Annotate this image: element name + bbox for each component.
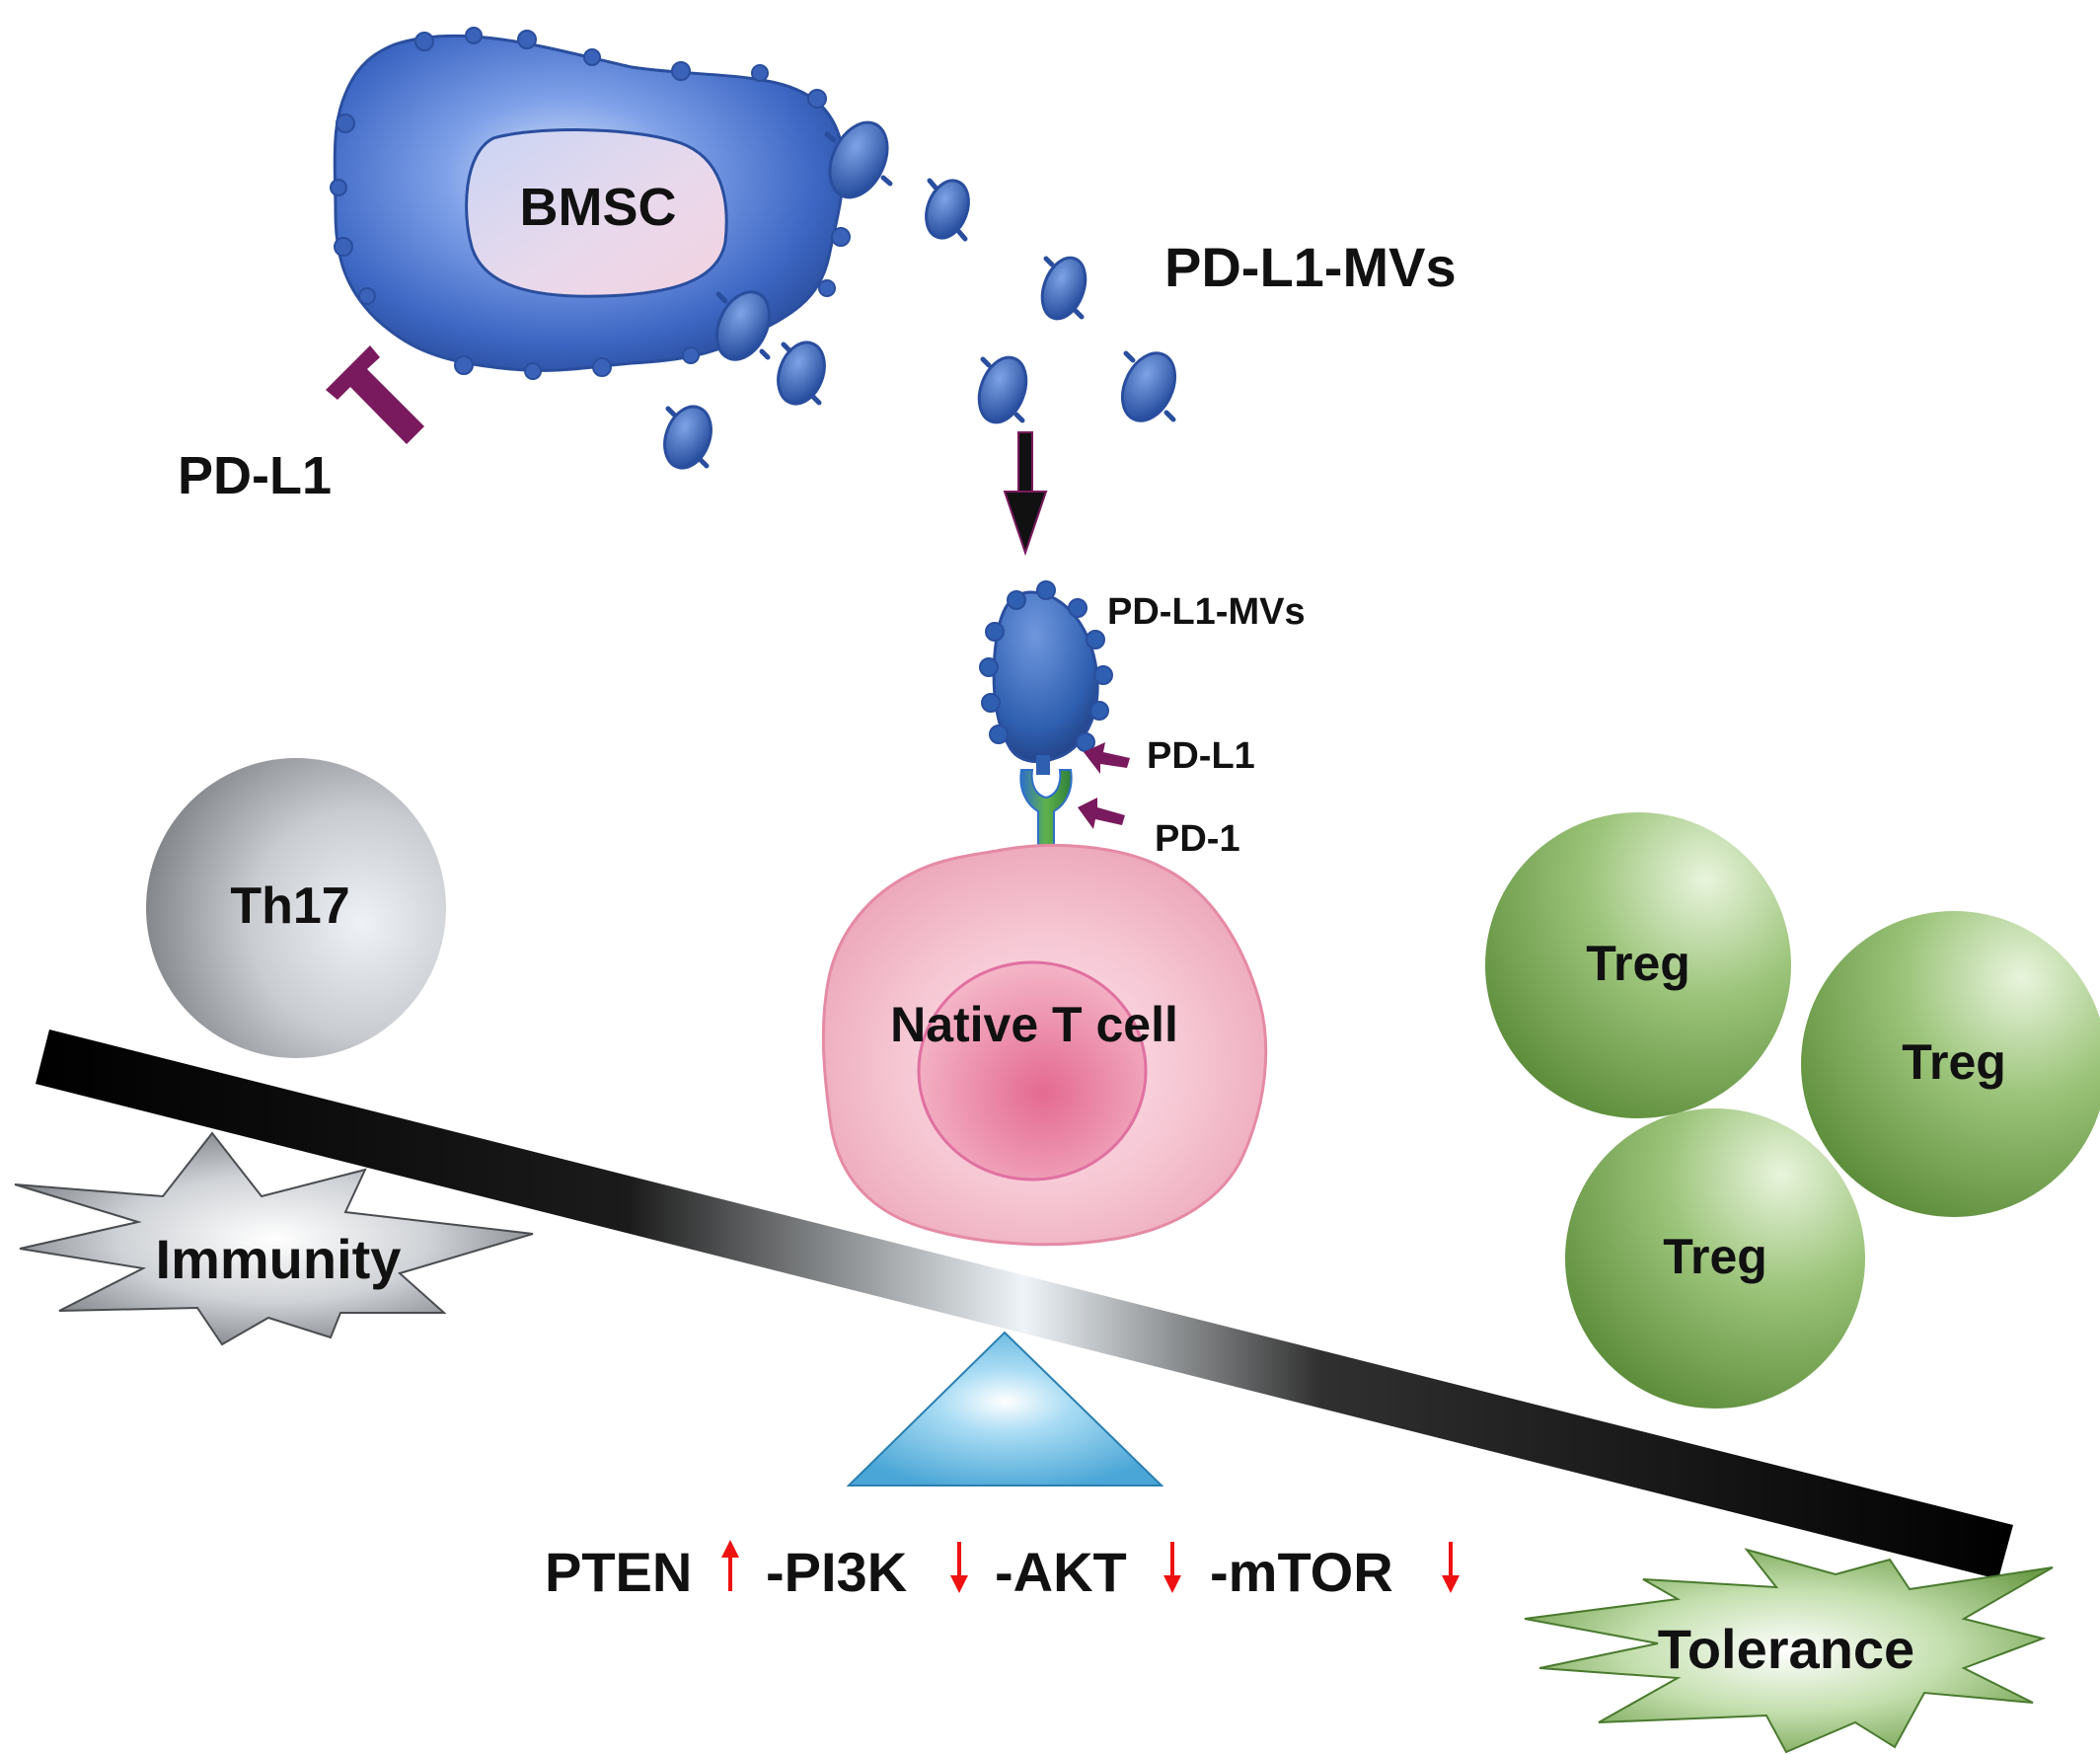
microvesicle xyxy=(714,290,772,361)
pathway-akt: -AKT xyxy=(995,1541,1127,1603)
treg-cell-2: Treg xyxy=(1801,911,2100,1217)
tolerance-label: Tolerance xyxy=(1658,1618,1914,1680)
mtor-down-arrow xyxy=(1442,1542,1460,1593)
pathway-mtor: -mTOR xyxy=(1210,1541,1393,1603)
pdl1-mvs-small-label: PD-L1-MVs xyxy=(1107,591,1306,633)
microvesicle xyxy=(828,120,889,199)
microvesicle xyxy=(977,355,1028,424)
microvesicle xyxy=(1040,256,1088,321)
seesaw-fulcrum xyxy=(846,1331,1164,1487)
down-arrow xyxy=(1003,431,1048,557)
immunity-label: Immunity xyxy=(156,1228,402,1290)
microvesicle xyxy=(663,405,712,470)
pathway-pi3k: -PI3K xyxy=(766,1541,907,1603)
pdl1-small-label: PD-L1 xyxy=(1147,735,1255,777)
pten-up-arrow xyxy=(721,1540,739,1591)
microvesicle xyxy=(1120,351,1177,422)
treg-label-3: Treg xyxy=(1663,1229,1767,1284)
t-cell-nucleus xyxy=(917,960,1148,1182)
pdl1-left-arrow xyxy=(326,345,424,444)
treg-cell-3: Treg xyxy=(1565,1108,1865,1409)
microvesicle xyxy=(777,341,826,406)
immunity-burst: Immunity xyxy=(14,1131,534,1346)
native-t-cell-label: Native T cell xyxy=(890,997,1178,1052)
pd1-receptor xyxy=(1019,769,1073,852)
pathway-pten: PTEN xyxy=(545,1541,692,1603)
bmsc-cell: BMSC xyxy=(330,27,851,380)
pdl1-mvs-title: PD-L1-MVs xyxy=(1164,236,1457,298)
pdl1-left-label: PD-L1 xyxy=(178,446,332,505)
attached-microvesicle xyxy=(979,580,1113,775)
treg-label-1: Treg xyxy=(1586,936,1690,991)
native-t-cell: Native T cell xyxy=(821,843,1268,1247)
th17-cell: Th17 xyxy=(146,758,446,1058)
bmsc-nucleus xyxy=(465,128,728,298)
seesaw-beam xyxy=(36,1030,2013,1579)
pi3k-down-arrow xyxy=(950,1542,968,1593)
pdl1-microvesicles-cluster xyxy=(663,120,1177,470)
pd1-label: PD-1 xyxy=(1155,818,1240,860)
treg-label-2: Treg xyxy=(1902,1034,2006,1090)
th17-label: Th17 xyxy=(230,877,349,935)
treg-cell-1: Treg xyxy=(1485,812,1791,1118)
microvesicle xyxy=(925,179,970,240)
pd1-pointer-arrow xyxy=(1078,798,1125,829)
pdl1-pointer-arrow xyxy=(1084,742,1130,774)
bmsc-label: BMSC xyxy=(520,178,677,237)
pathway-row: PTEN -PI3K -AKT -mTOR xyxy=(545,1540,1460,1603)
tolerance-burst: Tolerance xyxy=(1524,1548,2054,1754)
microvesicle-spikes xyxy=(665,131,1176,469)
akt-down-arrow xyxy=(1163,1542,1181,1593)
